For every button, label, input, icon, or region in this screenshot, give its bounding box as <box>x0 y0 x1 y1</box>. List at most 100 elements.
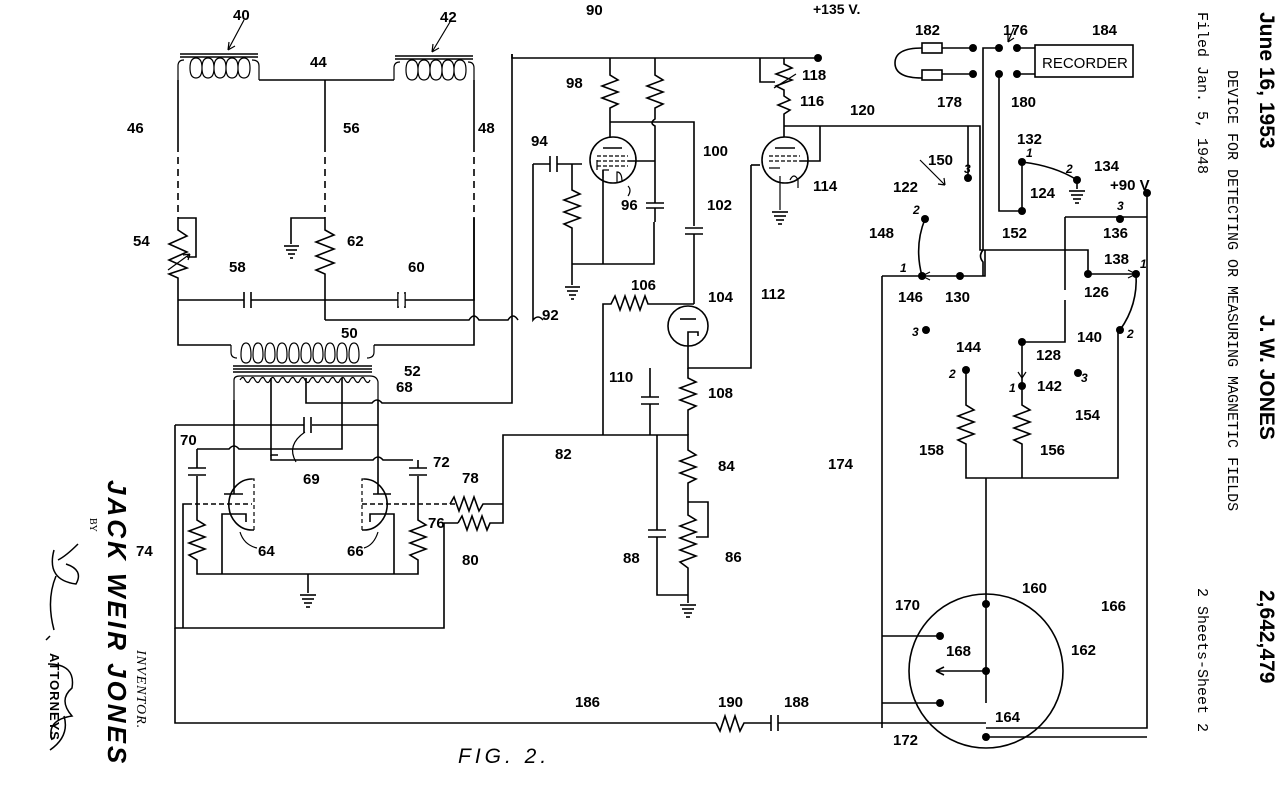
capacitor-72 <box>409 467 427 476</box>
svg-text:1: 1 <box>900 261 907 275</box>
wire-186 <box>174 628 986 724</box>
ref-64: 64 <box>258 543 275 560</box>
capacitor-58 <box>243 292 252 308</box>
ref-68: 68 <box>396 379 413 396</box>
recorder-184[interactable]: RECORDER <box>1034 44 1134 78</box>
ref-108: 108 <box>708 385 733 402</box>
ground-icon <box>565 286 580 300</box>
transformer-secondary-52 <box>233 375 379 400</box>
ref-146: 146 <box>898 289 923 306</box>
svg-text:1: 1 <box>1140 257 1147 271</box>
ref-66: 66 <box>347 543 364 560</box>
ground-icon <box>284 245 299 259</box>
ref-114: 114 <box>813 178 838 195</box>
resistor-106 <box>602 293 694 435</box>
ref-144: 144 <box>956 339 982 356</box>
headphones-182 <box>894 42 977 81</box>
capacitor-188 <box>770 715 779 731</box>
ref-118: 118 <box>802 67 826 84</box>
ref-176: 176 <box>1003 22 1028 39</box>
ref-184: 184 <box>1092 22 1118 39</box>
svg-text:2: 2 <box>1065 162 1073 176</box>
ref-94: 94 <box>531 133 548 150</box>
svg-text:1: 1 <box>1026 146 1033 160</box>
resistor-78 <box>449 494 503 514</box>
capacitor-110 <box>641 396 659 405</box>
tube-96 <box>589 136 637 197</box>
attorneys-label: ATTORNEYS <box>47 653 62 741</box>
ref-160: 160 <box>1022 580 1047 597</box>
by-label: BY <box>87 518 98 532</box>
tube-66 <box>361 478 458 574</box>
capacitor-70 <box>188 467 206 476</box>
capacitor-60 <box>397 292 406 308</box>
patent-number: 2,642,479 <box>1255 590 1278 684</box>
ref-46: 46 <box>127 120 144 137</box>
ref-106: 106 <box>631 277 656 294</box>
ref-190: 190 <box>718 694 743 711</box>
sheet-count: 2 Sheets-Sheet 2 <box>1193 588 1210 733</box>
ref-116: 116 <box>800 93 824 110</box>
ref-98: 98 <box>566 75 583 92</box>
ref-88: 88 <box>623 550 640 567</box>
ref-60: 60 <box>408 259 425 276</box>
ref-172: 172 <box>893 732 918 749</box>
ref-166: 166 <box>1101 598 1126 615</box>
ref-54: 54 <box>133 233 150 250</box>
ref-180: 180 <box>1011 94 1036 111</box>
arrow-122 <box>919 159 946 186</box>
ref-142: 142 <box>1037 378 1062 395</box>
ref-80: 80 <box>462 552 479 569</box>
ref-134: 134 <box>1094 158 1120 175</box>
reference-numerals: 40 42 44 46 56 48 54 62 58 60 50 52 68 6… <box>127 1 1150 749</box>
tube-104 <box>667 305 709 347</box>
resistor-80 <box>457 504 504 533</box>
wire-82 <box>502 434 684 504</box>
ref-124: 124 <box>1030 185 1056 202</box>
switch-arm-138 <box>1119 273 1137 331</box>
svg-text:2: 2 <box>912 203 920 217</box>
ref-56: 56 <box>343 120 360 137</box>
ref-182: 182 <box>915 22 940 39</box>
patent-title: DEVICE FOR DETECTING OR MEASURING MAGNET… <box>1223 70 1240 512</box>
switch-position-markers: 3 2 1 3 2 1 3 3 1 2 1 2 <box>900 146 1147 395</box>
ref-52: 52 <box>404 363 421 380</box>
ref-148: 148 <box>869 225 894 242</box>
wire-166 <box>986 193 1148 729</box>
ref-72: 72 <box>433 454 450 471</box>
ref-102: 102 <box>707 197 732 214</box>
ref-152: 152 <box>1002 225 1027 242</box>
svg-text:2: 2 <box>948 367 956 381</box>
capacitor-94 <box>549 156 558 172</box>
attorney-signature <box>45 543 80 751</box>
ref-156: 156 <box>1040 442 1065 459</box>
rheostat-86 <box>677 502 699 595</box>
ref-50: 50 <box>341 325 358 342</box>
ref-69: 69 <box>303 471 320 488</box>
capacitor-102 <box>685 227 703 235</box>
capacitor-69 <box>303 417 312 433</box>
ref-110: 110 <box>609 369 633 386</box>
ref-136: 136 <box>1103 225 1128 242</box>
svg-text:3: 3 <box>1117 199 1124 213</box>
ref-96: 96 <box>621 197 638 214</box>
filed-date: Filed Jan. 5, 1948 <box>1193 12 1210 175</box>
b-plus-line-90 <box>511 54 818 59</box>
ref-174: 174 <box>828 456 854 473</box>
ground-icon <box>1069 190 1085 204</box>
capacitor-88 <box>648 529 666 538</box>
ref-42: 42 <box>440 9 457 26</box>
ref-82: 82 <box>555 446 572 463</box>
ref-140: 140 <box>1077 329 1102 346</box>
figure-label: FIG. 2. <box>458 745 551 768</box>
ground-icon <box>300 594 316 608</box>
wire-178 <box>979 47 999 276</box>
svg-text:1: 1 <box>1009 381 1016 395</box>
ref-130: 130 <box>945 289 970 306</box>
issue-date: June 16, 1953 <box>1255 12 1278 149</box>
ref-128: 128 <box>1036 347 1061 364</box>
wire-112 <box>687 165 752 369</box>
pickup-coil-42 <box>393 21 475 81</box>
resistor-190 <box>715 713 745 734</box>
resistor-108 <box>677 368 699 435</box>
